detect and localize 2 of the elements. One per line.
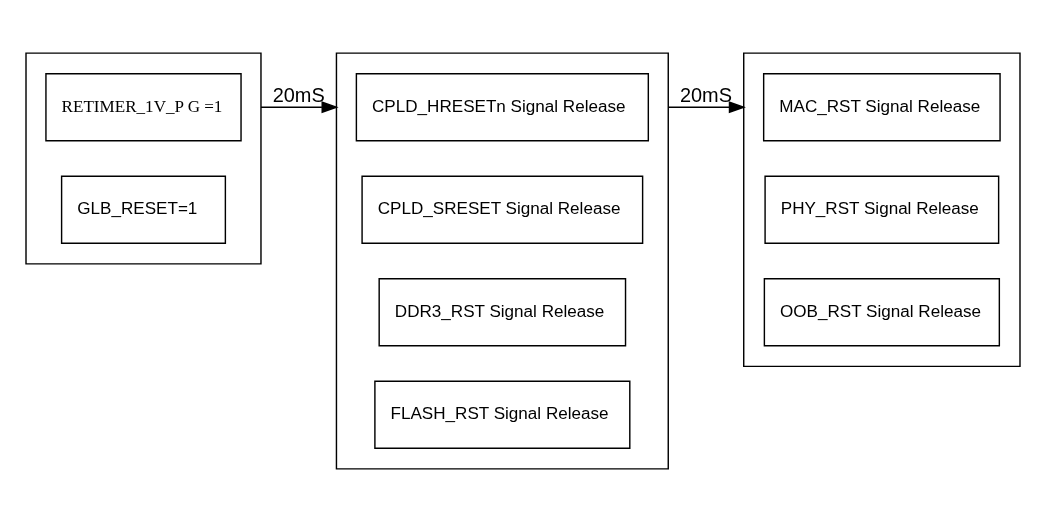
edge-label: 20mS (272, 83, 325, 106)
edge-label: 20mS (679, 83, 733, 106)
